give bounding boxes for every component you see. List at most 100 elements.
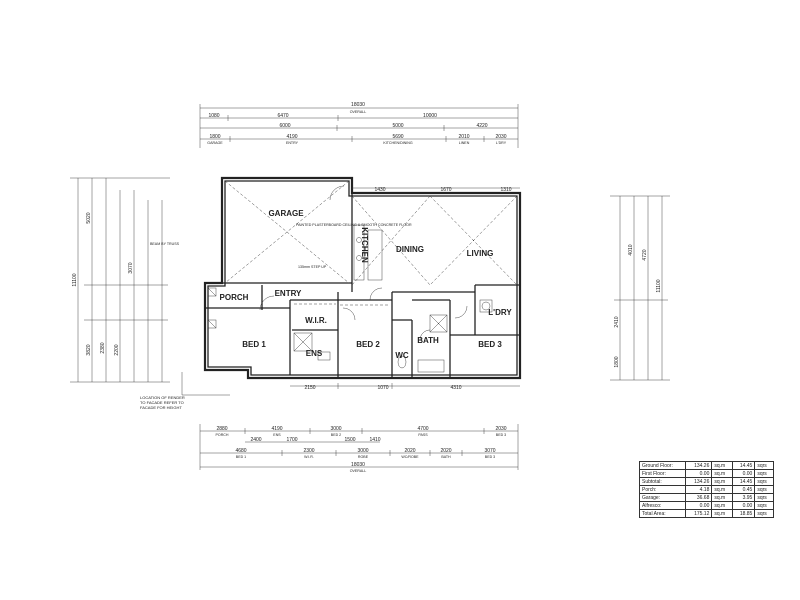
- bottom-dimensions: 2880 4190 3000 4700 2030 PORCH ENS BED 2…: [199, 424, 519, 473]
- area-label: Porch:: [638, 485, 687, 494]
- top-row2-c: 4220: [476, 123, 487, 129]
- bottom-overall-dim: 18030: [351, 462, 365, 468]
- area-squares-unit: sqrs: [754, 501, 774, 510]
- bottom-row2-b: 1700: [286, 437, 297, 443]
- area-label: Ground Floor:: [638, 461, 687, 470]
- bottom-row1-c: 3000: [330, 426, 341, 432]
- area-squares: 0.00: [731, 469, 756, 478]
- render-note-group: LOCATION OF RENDER TO FACADE REFER TO FA…: [140, 372, 230, 410]
- area-sqm-unit: sq.m: [711, 509, 733, 518]
- room-wc: WC: [395, 351, 409, 360]
- right-dim-d: 2410: [614, 316, 620, 327]
- front-dim-c: 4310: [450, 385, 461, 391]
- right-dim-c: 11100: [656, 279, 662, 292]
- top-row3-label-e: L'DRY: [496, 141, 507, 145]
- area-squares: 14.45: [731, 461, 756, 470]
- top-row3-label-c: KITCHEN/DINING: [383, 141, 413, 145]
- top-row3-a: 1800: [209, 134, 220, 140]
- room-bed3: BED 3: [478, 340, 502, 349]
- area-label: Total Area:: [638, 509, 687, 518]
- area-label: First Floor:: [638, 469, 687, 478]
- area-squares-unit: sqrs: [754, 485, 774, 494]
- right-dim-a: 4720: [642, 249, 648, 260]
- area-label: Alfresco:: [638, 501, 687, 510]
- top-row2-a: 6000: [279, 123, 290, 129]
- area-sqm: 4.18: [685, 485, 713, 494]
- bottom-row3-b: 2300: [303, 448, 314, 454]
- interior-walls: [205, 193, 520, 378]
- top-row1-a: 1080: [208, 113, 219, 119]
- top-overall-label: OVERALL: [350, 110, 367, 114]
- area-sqm-unit: sq.m: [711, 477, 733, 486]
- area-sqm: 134.26: [685, 461, 713, 470]
- step-note: 135mm STEP UP: [298, 265, 327, 269]
- bottom-row1-label-a: PORCH: [216, 433, 229, 437]
- top-row3-label-b: ENTRY: [286, 141, 299, 145]
- room-wir: W.I.R.: [305, 316, 327, 325]
- area-sqm: 175.12: [685, 509, 713, 518]
- area-label: Garage:: [638, 493, 687, 502]
- bottom-row3-label-b: W.I.R.: [304, 455, 314, 459]
- bottom-row3-label-e: BATH: [441, 455, 451, 459]
- bottom-row3-label-f: BED 3: [485, 455, 495, 459]
- left-dim-f: 2200: [114, 344, 120, 355]
- right-dim-b: 4010: [628, 244, 634, 255]
- area-squares: 0.00: [731, 501, 756, 510]
- top-row3-c: 5690: [392, 134, 403, 140]
- garage-note: PAINTED PLASTERBOARD CEILING & SMOOTH CO…: [296, 223, 412, 227]
- bottom-row1-d: 4700: [417, 426, 428, 432]
- room-labels: GARAGE PAINTED PLASTERBOARD CEILING & SM…: [220, 209, 513, 360]
- bottom-row3-c: 3000: [357, 448, 368, 454]
- left-dim-e: 2380: [100, 342, 106, 353]
- area-sqm: 134.26: [685, 477, 713, 486]
- area-sqm-unit: sq.m: [711, 469, 733, 478]
- bottom-row2-d: 1410: [369, 437, 380, 443]
- front-dim-a: 2150: [304, 385, 315, 391]
- area-sqm-unit: sq.m: [711, 493, 733, 502]
- bottom-row3-label-c: ROBE: [358, 455, 369, 459]
- bottom-row1-label-c: BED 2: [331, 433, 341, 437]
- bottom-row3-label-a: BED 1: [236, 455, 246, 459]
- area-squares-unit: sqrs: [754, 477, 774, 486]
- bottom-row3-label-d: WC/ROBE: [401, 455, 419, 459]
- bottom-row2-c: 1500: [344, 437, 355, 443]
- area-sqm-unit: sq.m: [711, 501, 733, 510]
- area-sqm-unit: sq.m: [711, 485, 733, 494]
- area-squares: 14.45: [731, 477, 756, 486]
- area-squares-unit: sqrs: [754, 493, 774, 502]
- room-garage: GARAGE: [268, 209, 304, 218]
- inner-dimensions: 2150 1070 4310 1430 1670 1310: [290, 187, 520, 391]
- top-row1-b: 6470: [277, 113, 288, 119]
- rear-dim-a: 1430: [374, 187, 385, 193]
- area-squares: 18.85: [731, 509, 756, 518]
- bottom-row1-a: 2880: [216, 426, 227, 432]
- room-bath: BATH: [417, 336, 439, 345]
- bottom-row3-d: 2020: [404, 448, 415, 454]
- bottom-overall-label: OVERALL: [350, 469, 367, 473]
- top-row3-d: 2010: [458, 134, 469, 140]
- room-porch: PORCH: [220, 293, 249, 302]
- left-dim-d: 3820: [86, 344, 92, 355]
- bottom-row1-b: 4190: [271, 426, 282, 432]
- area-squares: 0.45: [731, 485, 756, 494]
- render-note: LOCATION OF RENDER TO FACADE REFER TO FA…: [140, 396, 185, 410]
- area-squares-unit: sqrs: [754, 461, 774, 470]
- room-bed2: BED 2: [356, 340, 380, 349]
- top-row2-b: 5000: [392, 123, 403, 129]
- right-dimensions: 4720 4010 11100 2410 1800: [610, 195, 670, 381]
- beam-note: BEAM BY TRUSS: [150, 242, 180, 246]
- left-dim-b: 3070: [128, 262, 134, 273]
- room-dining: DINING: [396, 245, 424, 254]
- area-sqm-unit: sq.m: [711, 461, 733, 470]
- fixtures: [207, 180, 518, 373]
- room-ens: ENS: [306, 349, 323, 358]
- rear-dim-b: 1670: [440, 187, 451, 193]
- room-kitchen: KITCHEN: [360, 227, 369, 263]
